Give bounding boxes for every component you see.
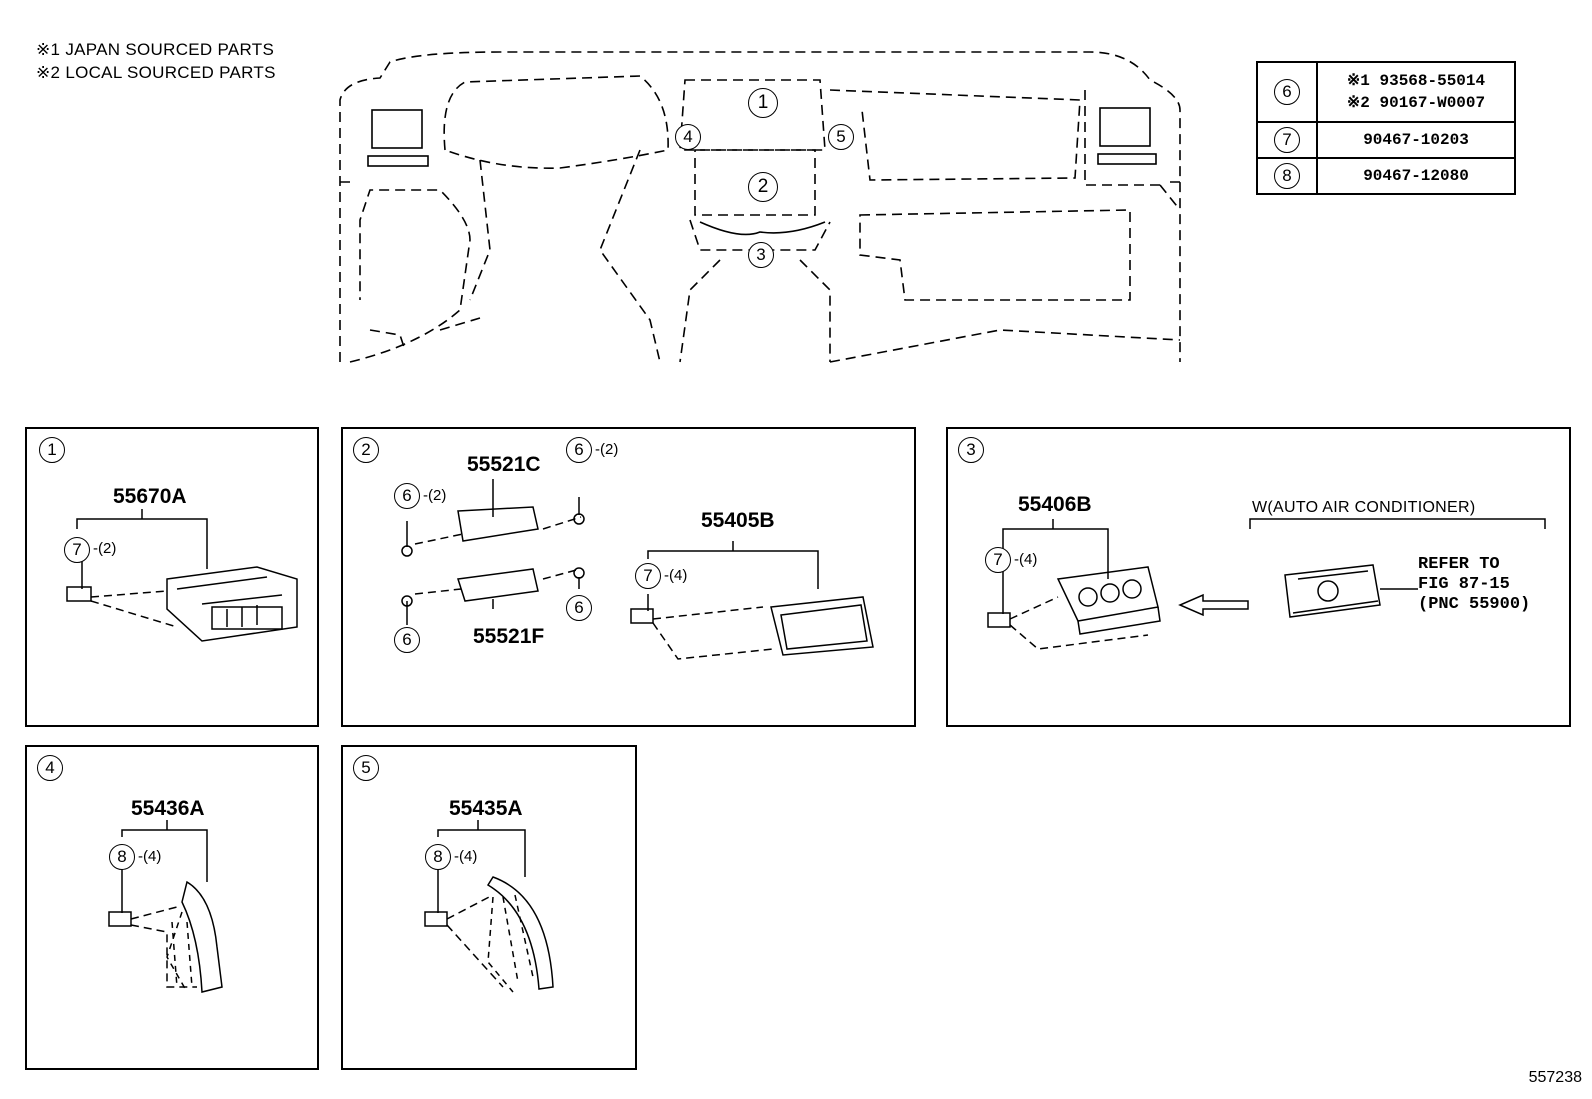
panel-3-refer: REFER TO FIG 87-15 (PNC 55900) xyxy=(1418,555,1530,615)
panel-4-qty: -(4) xyxy=(138,848,162,865)
panel-2-fastener-a: 6 xyxy=(394,483,420,509)
panel-3-part: 55406B xyxy=(1018,493,1092,516)
panel-3: 3 55406B 7 -(4) W(AUTO AIR CONDITIONER) … xyxy=(946,427,1571,727)
panel-5-qty: -(4) xyxy=(454,848,478,865)
panel-2-fastener-c: 6 xyxy=(566,595,592,621)
panel-3-condition: W(AUTO AIR CONDITIONER) xyxy=(1252,499,1476,516)
panel-5: 5 55435A 8 -(4) xyxy=(341,745,637,1070)
panel-2-id: 2 xyxy=(353,437,379,463)
panel-2-part-b: 55405B xyxy=(701,509,775,532)
parts-row-7: 7 90467-10203 xyxy=(1256,121,1516,159)
panel-2-fastener-e: 7 xyxy=(635,563,661,589)
panel-1-id: 1 xyxy=(39,437,65,463)
panel-4-part: 55436A xyxy=(131,797,205,820)
parts-table: 6 ※1 93568-55014 ※2 90167-W0007 7 90467-… xyxy=(1256,61,1516,195)
ref-7-icon: 7 xyxy=(1274,127,1300,153)
legend-local: ※2 LOCAL SOURCED PARTS xyxy=(36,63,276,82)
panel-4-fastener: 8 xyxy=(109,844,135,870)
panel-2-part-c: 55521C xyxy=(467,453,541,476)
panel-4-id: 4 xyxy=(37,755,63,781)
callout-5: 5 xyxy=(828,124,854,150)
panel-1: 1 55670A 7 -(2) xyxy=(25,427,319,727)
panel-2-part-f: 55521F xyxy=(473,625,545,648)
panel-3-qty: -(4) xyxy=(1014,551,1038,568)
panel-3-id: 3 xyxy=(958,437,984,463)
panel-5-id: 5 xyxy=(353,755,379,781)
panel-2-qty-b: -(2) xyxy=(595,441,619,458)
panel-2-qty-e: -(4) xyxy=(664,567,688,584)
panel-2-fastener-b: 6 xyxy=(566,437,592,463)
panel-1-fastener: 7 xyxy=(64,537,90,563)
callout-4: 4 xyxy=(675,124,701,150)
parts-row-8: 8 90467-12080 xyxy=(1256,157,1516,195)
panel-2-fastener-d: 6 xyxy=(394,627,420,653)
part-number-7: 90467-10203 xyxy=(1316,121,1516,159)
ref-8-icon: 8 xyxy=(1274,163,1300,189)
dashboard-overview xyxy=(339,51,1181,363)
legend: ※1 JAPAN SOURCED PARTS ※2 LOCAL SOURCED … xyxy=(36,38,276,84)
panel-5-fastener: 8 xyxy=(425,844,451,870)
panel-1-part: 55670A xyxy=(113,485,187,508)
panel-2: 2 55521C 55521F 55405B 6 -(2) 6 -(2) 6 6… xyxy=(341,427,916,727)
panel-3-refer-line-2: FIG 87-15 xyxy=(1418,575,1510,594)
callout-3: 3 xyxy=(748,242,774,268)
parts-row-6: 6 ※1 93568-55014 ※2 90167-W0007 xyxy=(1256,61,1516,123)
part-number-6-local: ※2 90167-W0007 xyxy=(1346,94,1486,112)
panel-2-qty-a: -(2) xyxy=(423,487,447,504)
callout-1: 1 xyxy=(748,88,778,118)
legend-japan: ※1 JAPAN SOURCED PARTS xyxy=(36,40,275,59)
callout-2: 2 xyxy=(748,172,778,202)
panel-3-refer-line-1: REFER TO xyxy=(1418,555,1500,574)
panel-1-qty: -(2) xyxy=(93,540,117,557)
part-number-6-japan: ※1 93568-55014 xyxy=(1346,72,1486,90)
diagram-id: 557238 xyxy=(1528,1069,1582,1086)
ref-6-icon: 6 xyxy=(1274,79,1300,105)
panel-4: 4 55436A 8 -(4) xyxy=(25,745,319,1070)
panel-5-part: 55435A xyxy=(449,797,523,820)
part-number-8: 90467-12080 xyxy=(1316,157,1516,195)
panel-3-refer-line-3: (PNC 55900) xyxy=(1418,595,1531,614)
panel-3-fastener: 7 xyxy=(985,547,1011,573)
